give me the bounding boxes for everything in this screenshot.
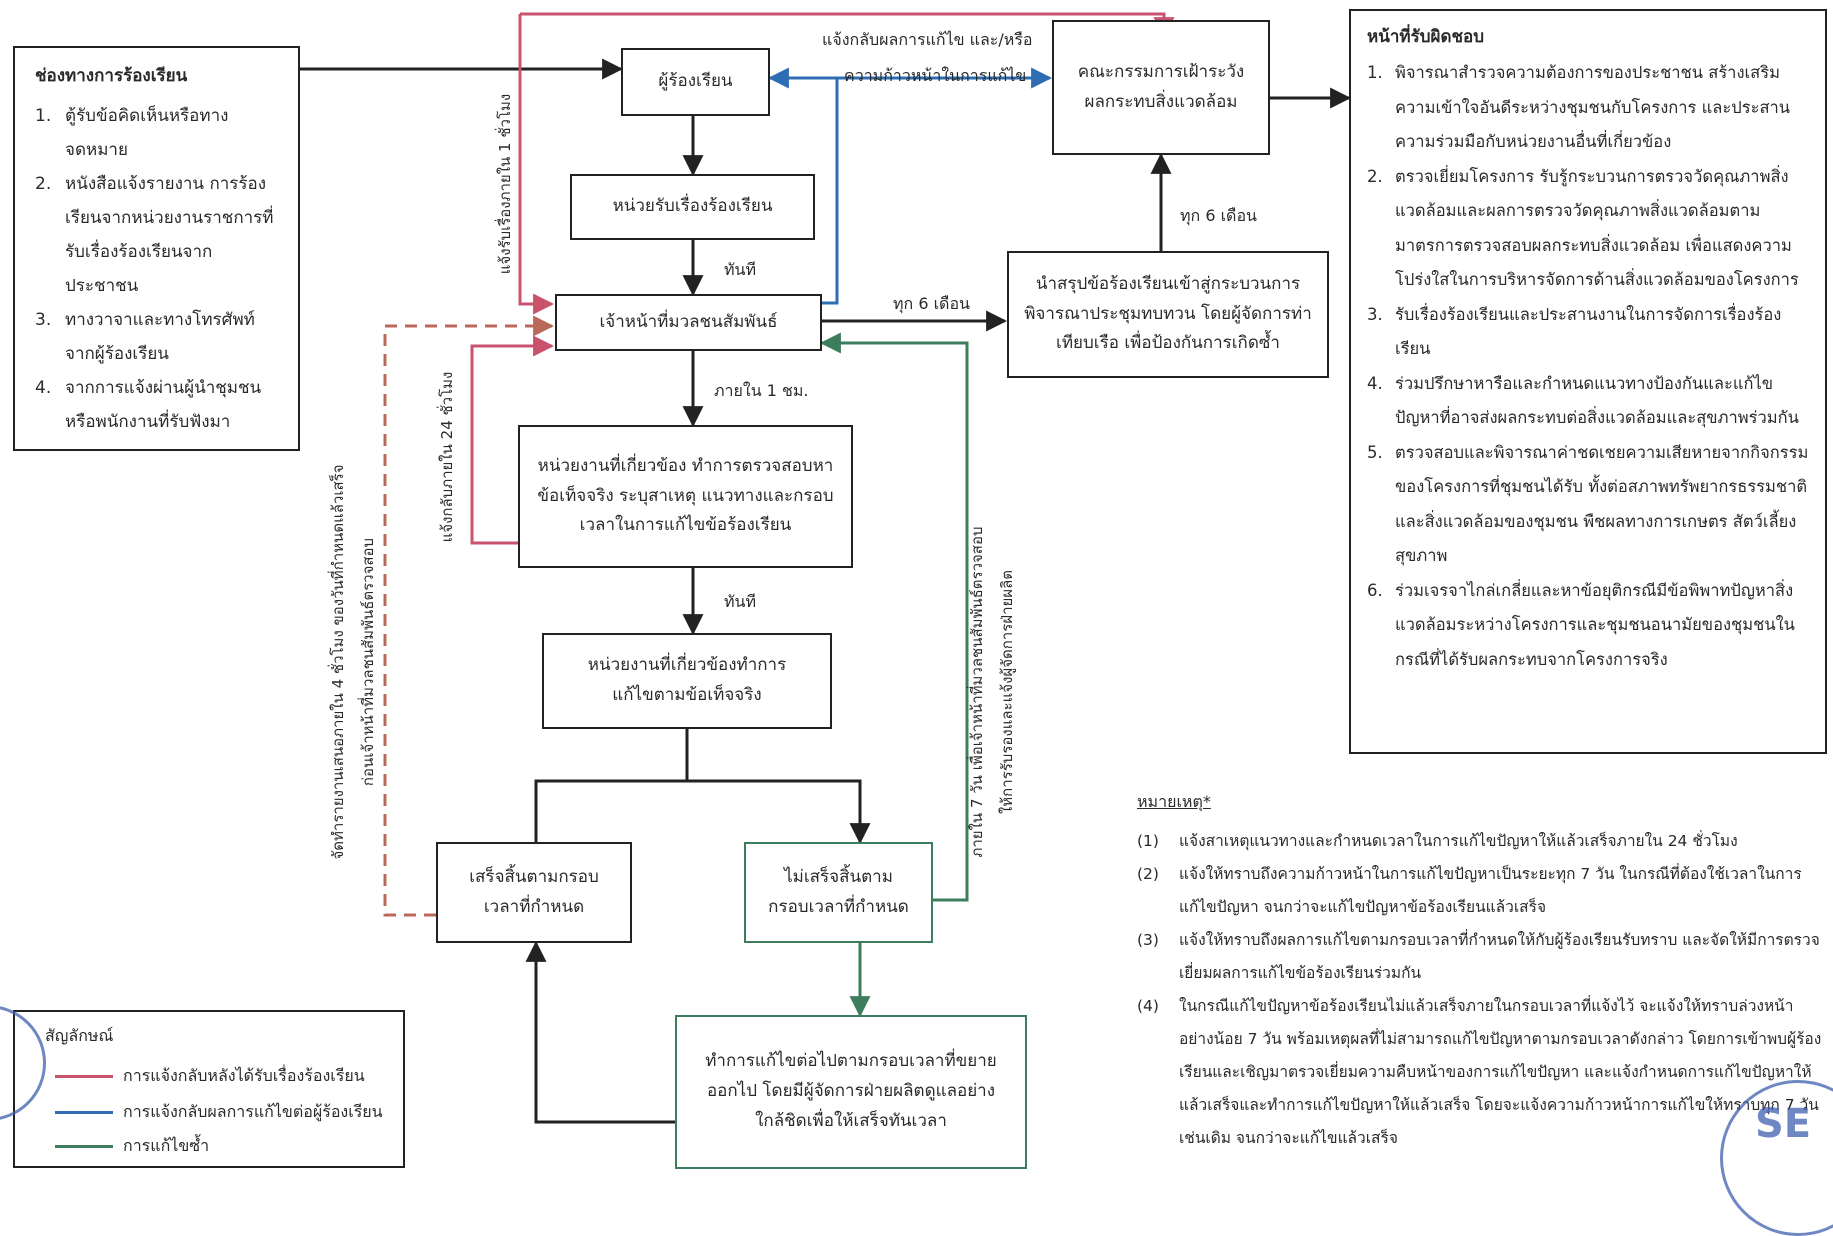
legend-item-blue: การแจ้งกลับผลการแก้ไขต่อผู้ร้องเรียน <box>55 1100 383 1125</box>
node-related-unit-check: หน่วยงานที่เกี่ยวข้อง ทำการตรวจสอบหาข้อเ… <box>518 425 853 568</box>
responsibility-item: 4.ร่วมปรึกษาหารือและกำหนดแนวทางป้องกันแล… <box>1367 373 1799 428</box>
note-item: (2)แจ้งให้ทราบถึงความก้าวหน้าในการแก้ไขป… <box>1137 865 1802 916</box>
label-within-7d-2: ให้การรับรองและแจ้งผู้จัดการฝ่ายผลิต <box>998 569 1016 815</box>
responsibility-item: 1.พิจารณาสำรวจความต้องการของประชาชน สร้า… <box>1367 63 1791 151</box>
label-immediately-1: ทันที <box>724 260 757 279</box>
node-done-in-time: เสร็จสิ้นตามกรอบเวลาที่กำหนด <box>436 842 632 943</box>
label-within-7d-1: ภายใน 7 วัน เพื่อเจ้าหน้าที่มวลชนสัมพันธ… <box>968 526 986 858</box>
label-feedback-top-2: ความก้าวหน้าในการแก้ไข <box>844 66 1027 85</box>
node-not-done-in-time: ไม่เสร็จสิ้นตามกรอบเวลาที่กำหนด <box>744 842 933 943</box>
label-reply-24hr: แจ้งกลับภายใน 24 ชั่วโมง <box>438 371 456 543</box>
channel-item: 2.หนังสือแจ้งรายงาน การร้องเรียนจากหน่วย… <box>35 174 274 296</box>
channels-panel: ช่องทางการร้องเรียน 1.ตู้รับข้อคิดเห็นหร… <box>13 46 300 451</box>
label-every-6-months-2: ทุก 6 เดือน <box>1180 206 1257 225</box>
legend-item-red: การแจ้งกลับหลังได้รับเรื่องร้องเรียน <box>55 1064 365 1089</box>
node-continue-fix: ทำการแก้ไขต่อไปตามกรอบเวลาที่ขยายออกไป โ… <box>675 1015 1027 1169</box>
node-relations-officer: เจ้าหน้าที่มวลชนสัมพันธ์ <box>555 294 822 351</box>
responsibility-item: 3.รับเรื่องร้องเรียนและประสานงานในการจัด… <box>1367 304 1782 359</box>
edge-continue-to-done <box>525 940 675 1124</box>
notes-section: หมายเหตุ* (1)แจ้งสาเหตุแนวทางและกำหนดเวล… <box>1137 790 1827 1155</box>
legend-title: สัญลักษณ์ <box>45 1026 114 1045</box>
legend-swatch-blue <box>55 1111 113 1114</box>
responsibility-item: 6.ร่วมเจรจาไกล่เกลี่ยและหาข้อยุติกรณีมีข… <box>1367 580 1795 669</box>
node-related-unit-fix: หน่วยงานที่เกี่ยวข้องทำการแก้ไขตามข้อเท็… <box>542 633 832 729</box>
legend-swatch-red <box>55 1075 113 1078</box>
label-every-6-months-1: ทุก 6 เดือน <box>893 294 970 313</box>
node-committee: คณะกรรมการเฝ้าระวังผลกระทบสิ่งแวดล้อม <box>1052 20 1270 155</box>
legend-panel: สัญลักษณ์ การแจ้งกลับหลังได้รับเรื่องร้อ… <box>13 1010 405 1168</box>
edge-fixunit-to-branches <box>534 729 860 842</box>
responsibility-item: 2.ตรวจเยี่ยมโครงการ รับรู้กระบวนการตรวจว… <box>1367 166 1799 290</box>
note-item: (3)แจ้งให้ทราบถึงผลการแก้ไขตามกรอบเวลาที… <box>1137 931 1820 982</box>
channels-title: ช่องทางการร้องเรียน <box>35 66 188 86</box>
notes-title: หมายเหตุ* <box>1137 792 1211 811</box>
node-summary: นำสรุปข้อร้องเรียนเข้าสู่กระบวนการพิจารณ… <box>1007 251 1329 378</box>
channel-item: 4.จากการแจ้งผ่านผู้นำชุมชนหรือพนักงานที่… <box>35 378 262 432</box>
label-report-4hr-2: ก่อนเจ้าหน้าที่มวลชนสัมพันธ์ตรวจสอบ <box>359 537 377 787</box>
label-feedback-top-1: แจ้งกลับผลการแก้ไข และ/หรือ <box>822 30 1033 49</box>
node-receiving-unit: หน่วยรับเรื่องร้องเรียน <box>570 174 815 240</box>
responsibility-item: 5.ตรวจสอบและพิจารณาค่าชดเชยความเสียหายจา… <box>1367 442 1809 566</box>
label-report-4hr-1: จัดทำรายงานเสนอภายใน 4 ชั่วโมง ของวันที่… <box>329 464 347 860</box>
legend-item-green: การแก้ไขซ้ำ <box>55 1134 209 1159</box>
node-complainant: ผู้ร้องเรียน <box>621 48 770 116</box>
responsibilities-panel: หน้าที่รับผิดชอบ 1.พิจารณาสำรวจความต้องก… <box>1349 9 1827 754</box>
legend-swatch-green <box>55 1145 113 1148</box>
label-immediately-2: ทันที <box>724 592 757 611</box>
label-within-1hr: ภายใน 1 ชม. <box>714 381 809 400</box>
edge-red-ack <box>518 14 555 315</box>
channel-item: 3.ทางวาจาและทางโทรศัพท์จากผู้ร้องเรียน <box>35 310 255 364</box>
note-item: (4)ในกรณีแก้ไขปัญหาข้อร้องเรียนไม่แล้วเส… <box>1137 997 1822 1147</box>
label-ack-1hr: แจ้งรับเรื่องภายใน 1 ชั่วโมง <box>496 93 514 275</box>
stamp-text: SE <box>1755 1101 1812 1147</box>
note-item: (1)แจ้งสาเหตุแนวทางและกำหนดเวลาในการแก้ไ… <box>1137 832 1738 850</box>
edge-red-24hr <box>470 335 555 545</box>
edge-green-7d <box>819 332 969 902</box>
edge-dashed-report <box>383 315 555 917</box>
channel-item: 1.ตู้รับข้อคิดเห็นหรือทางจดหมาย <box>35 106 229 160</box>
responsibilities-title: หน้าที่รับผิดชอบ <box>1367 27 1485 47</box>
